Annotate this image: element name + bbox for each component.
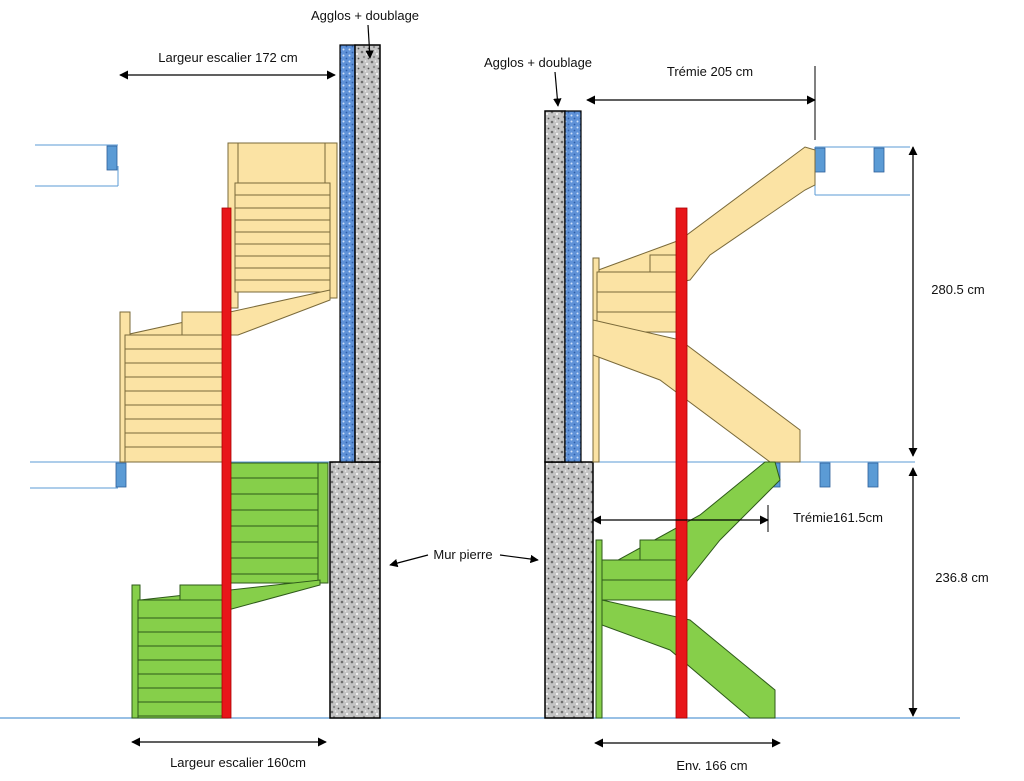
largeur-bottom-label: Largeur escalier 160cm xyxy=(170,755,306,770)
agglo-wall-left xyxy=(354,44,381,463)
joist xyxy=(819,462,831,488)
upper-stair-right xyxy=(592,146,816,463)
joist xyxy=(814,147,826,173)
left-upper-floor-slab xyxy=(35,144,119,187)
joist xyxy=(873,147,885,173)
env-label: Env. 166 cm xyxy=(676,758,747,773)
central-post-left xyxy=(221,207,232,719)
mur-pierre-leader-right xyxy=(499,554,539,564)
lower-stair-right xyxy=(595,461,781,719)
stone-wall-left xyxy=(329,461,381,719)
agglos-left-leader xyxy=(365,24,374,59)
joist xyxy=(106,145,118,171)
largeur-top-label: Largeur escalier 172 cm xyxy=(158,50,297,65)
height-lower-label: 236.8 cm xyxy=(935,570,988,585)
right-upper-floor-slab xyxy=(814,146,910,196)
mur-pierre-leader-left xyxy=(389,554,429,568)
joist xyxy=(115,462,127,488)
central-post-right xyxy=(675,207,688,719)
agglos-left-label: Agglos + doublage xyxy=(311,8,419,23)
insulation-left xyxy=(339,44,356,463)
insulation-right xyxy=(564,110,582,463)
tremie-mid-label: Trémie161.5cm xyxy=(793,510,883,525)
stone-wall-right xyxy=(544,461,594,719)
mur-pierre-label: Mur pierre xyxy=(433,547,492,562)
tremie-top-label: Trémie 205 cm xyxy=(667,64,753,79)
agglos-right-label: Agglos + doublage xyxy=(484,55,592,70)
height-upper-label: 280.5 cm xyxy=(931,282,984,297)
agglos-right-leader xyxy=(553,71,562,107)
joist xyxy=(867,462,879,488)
agglo-wall-right xyxy=(544,110,566,463)
